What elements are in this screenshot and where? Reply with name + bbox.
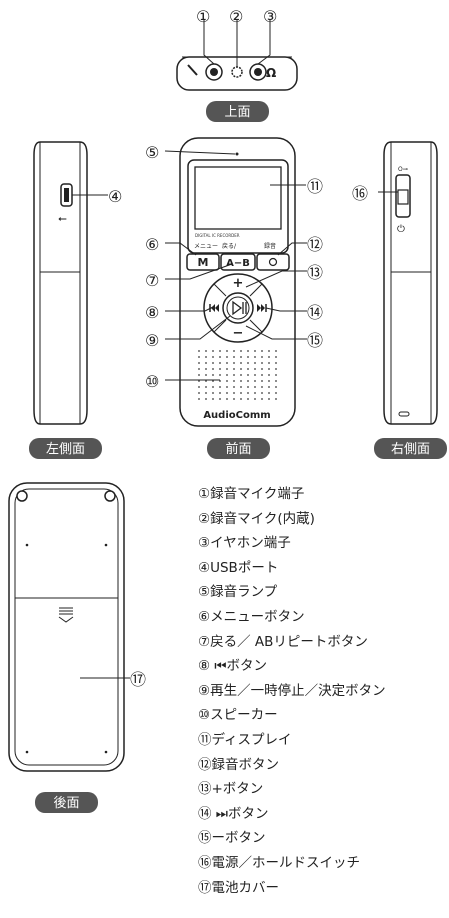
label-back-bg: [35, 792, 98, 813]
parts-legend: ①録音マイク端子 ②録音マイク(内蔵) ③イヤホン端子 ④USBポート ⑤録音ラ…: [198, 482, 448, 900]
callout-1: ①: [196, 7, 210, 26]
label-back: 後面: [53, 796, 79, 811]
callout-16: ⑯: [352, 184, 368, 203]
legend-item-10: ⑩スピーカー: [198, 707, 278, 724]
legend-item-4: ④USBポート: [198, 559, 279, 576]
callout-2: ②: [229, 7, 243, 26]
legend-item-5: ⑤録音ランプ: [198, 584, 278, 601]
top-view: Ω ① ② ③ 上面: [176, 7, 298, 122]
legend-item-8: ⑧ ⏮ボタン: [198, 658, 268, 675]
ab-button-label: A−B: [226, 258, 250, 269]
label-front-bg: [207, 438, 270, 459]
back-label: 戻る/: [222, 242, 237, 250]
label-top-bg: [206, 101, 269, 122]
label-right-side: 右側面: [391, 442, 430, 457]
minus-icon: −: [233, 326, 244, 341]
label-front: 前面: [225, 441, 251, 457]
left-side-body: [33, 141, 88, 425]
label-left-side: 左側面: [46, 442, 85, 457]
play-icon: [232, 300, 243, 316]
mic-icon: [187, 64, 198, 76]
cover-grip-icon: [58, 607, 74, 623]
callout-5: ⑤: [145, 143, 159, 162]
speaker-grille: [198, 347, 278, 402]
callout-11: ⑪: [307, 177, 323, 196]
callout-14: ⑭: [307, 303, 323, 322]
screw-top-right: [104, 490, 116, 502]
callout-4: ④: [108, 187, 122, 206]
screw-top-left: [16, 490, 28, 502]
callout-13: ⑬: [307, 263, 323, 282]
legend-item-13: ⑬+ボタン: [198, 781, 264, 798]
callout-3: ③: [263, 7, 277, 26]
callout-9: ⑨: [145, 331, 159, 350]
key-icon: O⊸: [398, 166, 408, 173]
label-right-side-bg: [374, 438, 447, 459]
callout-6: ⑥: [145, 235, 159, 254]
callout-12: ⑫: [307, 235, 323, 254]
ab-repeat-button: [220, 253, 256, 271]
legend-item-16: ⑯電源／ホールドスイッチ: [198, 854, 360, 871]
legend-item-6: ⑥メニューボタン: [198, 608, 305, 625]
legend-item-17: ⑰電池カバー: [198, 879, 279, 896]
internal-mic-icon: [231, 66, 243, 78]
callout-15: ⑮: [307, 331, 323, 350]
usb-icon: ⭠: [58, 212, 67, 225]
label-left-side-bg: [29, 438, 102, 459]
legend-item-3: ③イヤホン端子: [198, 535, 291, 552]
rec-lamp: [235, 152, 239, 156]
callout-7: ⑦: [145, 271, 159, 290]
legend-item-2: ②録音マイク(内蔵): [198, 510, 315, 527]
callout-17: ⑰: [130, 670, 146, 689]
headphone-icon: Ω: [266, 66, 276, 80]
legend-item-14: ⑭ ⏭ボタン: [198, 805, 269, 822]
back-view: ⑰ 後面: [8, 482, 146, 813]
legend-item-11: ⑪ディスプレイ: [198, 731, 292, 748]
power-icon: ⏻: [397, 224, 405, 235]
menu-button: [186, 253, 220, 271]
menu-label: メニュー: [194, 243, 218, 250]
front-view: DIGITAL IC RECORDER メニュー 戻る/ 録音 M A−B + …: [145, 137, 323, 459]
plus-icon: +: [233, 276, 244, 291]
callout-8: ⑧: [145, 303, 159, 322]
brand-logo: AudioComm: [203, 410, 270, 421]
back-body: [8, 482, 125, 772]
callout-10: ⑩: [145, 372, 159, 391]
label-top: 上面: [224, 105, 250, 120]
left-side-view: ⭠ ④ 左側面: [29, 141, 122, 459]
legend-item-12: ⑫録音ボタン: [198, 756, 279, 773]
legend-item-7: ⑦戻る／ ABリピートボタン: [198, 633, 368, 650]
right-side-view: O⊸ ⏻ ⑯ 右側面: [352, 141, 447, 459]
display-screen: [194, 166, 282, 230]
device-model-text: DIGITAL IC RECORDER: [195, 233, 240, 238]
rec-label: 録音: [264, 242, 276, 250]
legend-item-15: ⑮ーボタン: [198, 830, 266, 847]
legend-item-9: ⑨再生／一時停止／決定ボタン: [198, 682, 386, 699]
menu-button-label: M: [198, 256, 209, 269]
legend-item-1: ①録音マイク端子: [198, 486, 305, 502]
